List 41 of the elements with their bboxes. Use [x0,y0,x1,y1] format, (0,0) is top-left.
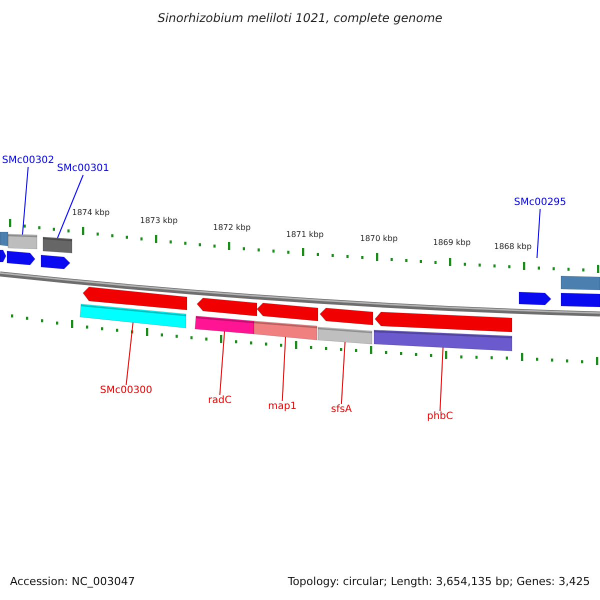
leader-line [126,322,134,386]
scale-label: 1871 kbp [286,231,324,239]
gene-label: SMc00300 [100,386,152,396]
scale-label: 1870 kbp [360,235,398,243]
scale-label: 1872 kbp [213,224,251,232]
leader-line [57,174,84,238]
gene-bar [318,326,372,344]
gene-bar [8,234,38,250]
leader-line [340,342,346,404]
gene-label: map1 [268,402,297,412]
gene-bar [254,320,318,340]
leader-line [22,166,29,235]
scale-label: 1873 kbp [140,217,178,225]
gene-feature [518,292,552,306]
leader-line [536,208,541,258]
gene-bar [374,330,512,352]
leader-line [440,347,444,412]
gene-label: SMc00302 [2,156,54,166]
gene-label: radC [208,396,232,406]
gene-feature [82,286,188,310]
accession-note: Accession: NC_003047 [10,576,136,587]
gene-label: SMc00301 [57,164,110,174]
gene-bar [42,236,72,254]
gene-label: phbC [427,412,454,422]
scale-label: 1868 kbp [494,243,532,251]
gene-block [560,276,600,290]
gene-label: SMc00295 [514,198,566,208]
gene-feature [256,302,318,322]
scale-label: 1869 kbp [433,239,471,247]
gene-bar [194,316,254,334]
gene-feature [196,298,258,316]
gene-feature [320,308,374,326]
leader-line [282,336,286,402]
gene-label: sfsA [331,405,352,415]
gene-bar [80,304,186,328]
map-title: Sinorhizobium meliloti 1021, complete genome [156,12,444,24]
scale-label: 1874 kbp [72,209,110,217]
topology-note: Topology: circular; Length: 3,654,135 bp; Genes: 3,425 [288,576,590,587]
gene-feature [40,254,70,270]
gene-block [560,292,600,308]
leader-line [219,331,225,396]
